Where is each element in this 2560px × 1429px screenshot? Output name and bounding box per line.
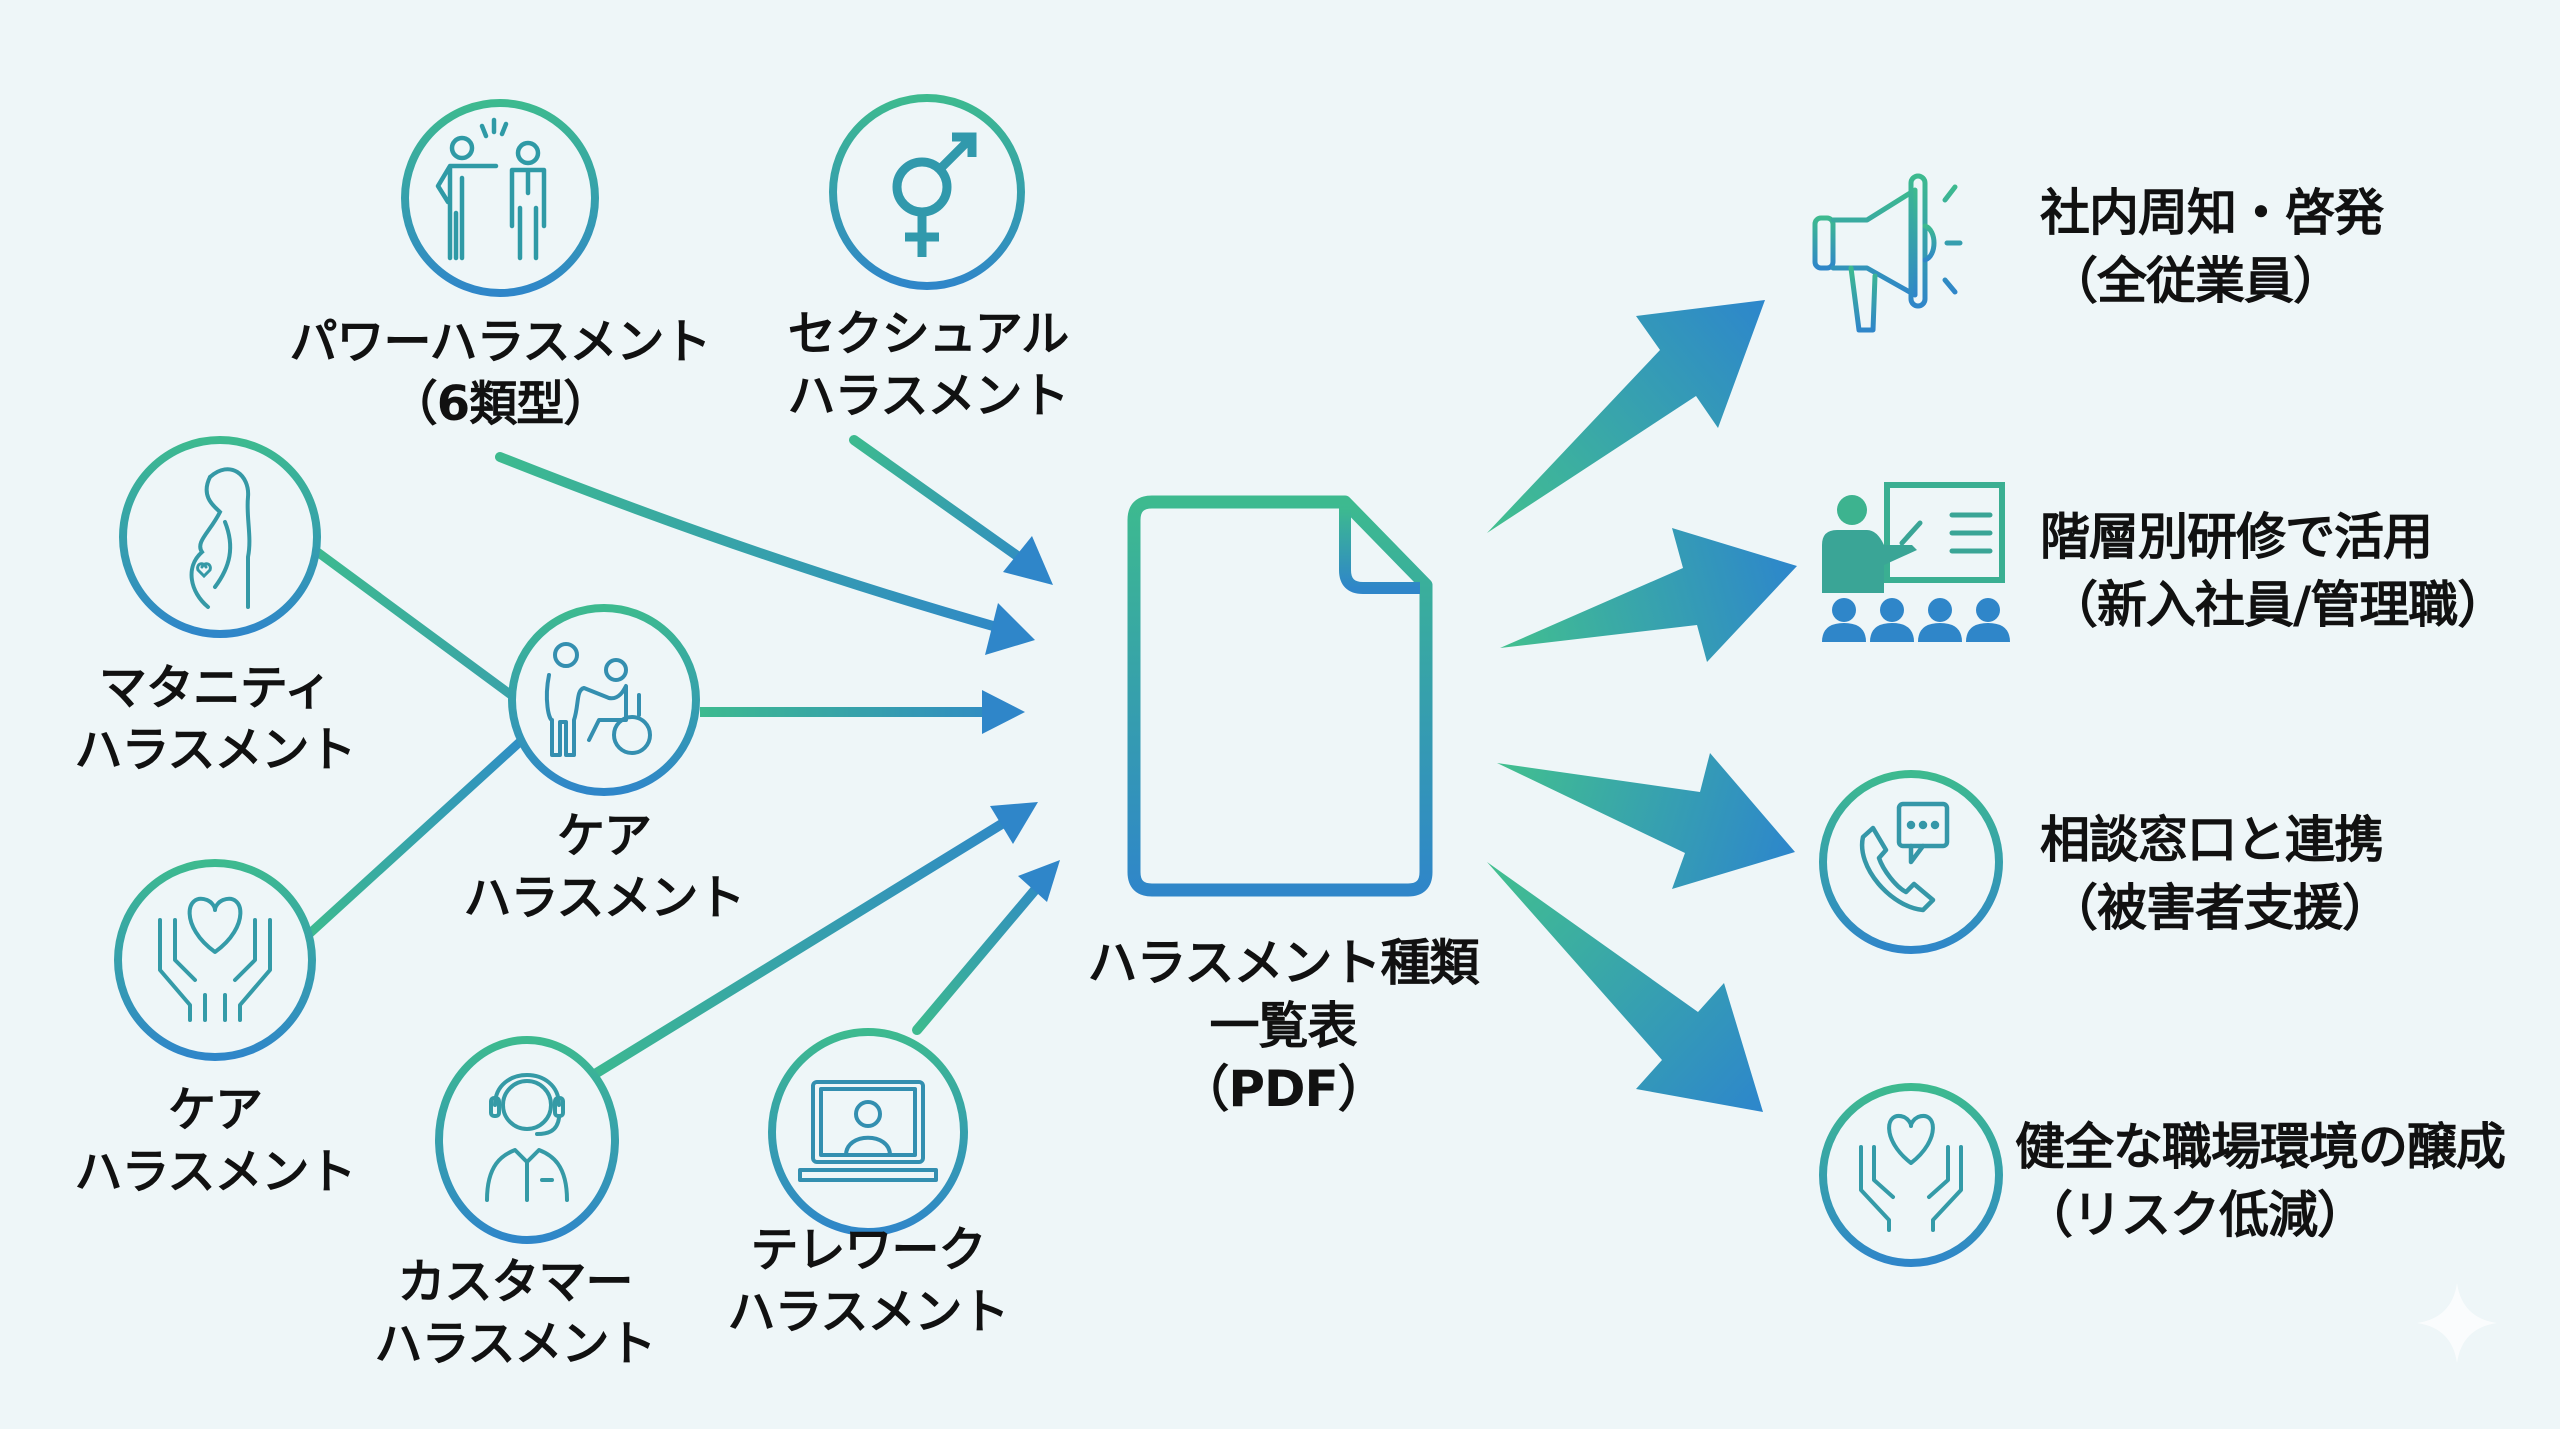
outcome-line1: 健全な職場環境の醸成 [2015, 1118, 2506, 1176]
phone-chat-icon [1859, 801, 1950, 913]
node-power-harassment[interactable] [401, 99, 599, 297]
label-line1: テレワーク [750, 1222, 986, 1278]
outcome-line2: （全従業員） [2048, 252, 2343, 310]
label-power-harassment: パワーハラスメント （6類型） [289, 314, 711, 432]
document-icon[interactable] [1127, 495, 1433, 897]
arrow-to-training [1500, 528, 1797, 662]
arrow-to-environment [1487, 862, 1763, 1112]
label-care-harassment-hands: ケア ハラスメント [74, 1082, 356, 1200]
node-care-harassment-hands[interactable] [114, 859, 316, 1061]
arrow-care-to-document [700, 690, 1025, 734]
connector-maternity-care [307, 543, 523, 705]
arrow-power-to-document [495, 452, 1035, 655]
document-title-line2: 一覧表 [1209, 997, 1358, 1055]
node-maternity-harassment[interactable] [119, 436, 321, 638]
label-line1: マタニティ [98, 660, 332, 716]
outcome-consultation: 相談窓口と連携 （被害者支援） [2040, 811, 2392, 937]
outcome-line1: 相談窓口と連携 [2040, 811, 2384, 869]
gender-symbol-icon [892, 132, 977, 257]
label-line2: ハラスメント [374, 1316, 656, 1372]
hands-heart-icon [158, 896, 272, 1022]
pregnant-woman-icon [189, 467, 252, 609]
outcome-environment: 健全な職場環境の醸成 （リスク低減） [2015, 1118, 2506, 1244]
node-environment[interactable] [1819, 1083, 2003, 1267]
label-customer-harassment: カスタマー ハラスメント [374, 1254, 656, 1372]
label-sexual-harassment: セクシュアル ハラスメント [787, 306, 1070, 424]
node-sexual-harassment[interactable] [829, 94, 1025, 290]
label-line2: ハラスメント [74, 1144, 356, 1200]
label-line1: ケア [167, 1082, 263, 1138]
arrow-to-awareness [1487, 300, 1765, 533]
arrow-telework-to-document [912, 860, 1060, 1035]
node-consultation[interactable] [1819, 770, 2003, 954]
caregiver-wheelchair-icon [544, 642, 652, 757]
laptop-video-icon [798, 1080, 938, 1182]
label-telework-harassment: テレワーク ハラスメント [727, 1222, 1009, 1340]
outcome-line2: （新入社員/管理職） [2048, 576, 2507, 634]
headset-agent-icon [485, 1073, 569, 1202]
arrow-to-consultation [1497, 753, 1795, 889]
outcome-line1: 社内周知・啓発 [2040, 184, 2384, 242]
outcome-training: 階層別研修で活用 （新入社員/管理職） [2040, 508, 2507, 634]
label-line1: ケア [556, 808, 652, 864]
document-title-line1: ハラスメント種類 [1087, 934, 1480, 992]
outcome-line1: 階層別研修で活用 [2040, 508, 2433, 566]
document-text-lines [1186, 598, 1378, 826]
sparkle-icon [2417, 1283, 2497, 1363]
label-line2: ハラスメント [74, 722, 356, 778]
outcome-line2: （被害者支援） [2048, 879, 2392, 937]
arrow-sexual-to-document [849, 435, 1053, 585]
label-line1: セクシュアル [787, 306, 1070, 362]
label-care-harassment-wheelchair: ケア ハラスメント [463, 808, 745, 926]
label-line2: ハラスメント [727, 1284, 1009, 1340]
label-line2: ハラスメント [463, 870, 745, 926]
label-line2: ハラスメント [787, 368, 1069, 424]
node-telework-harassment[interactable] [768, 1028, 968, 1236]
document-title: ハラスメント種類 一覧表 （PDF） [1087, 934, 1480, 1118]
presentation-training-icon [1822, 482, 2010, 642]
arrow-customer-to-document [572, 802, 1038, 1090]
hands-heart-icon [1859, 1114, 1963, 1232]
outcome-awareness: 社内周知・啓発 （全従業員） [2040, 184, 2384, 310]
label-line2: （6類型） [389, 376, 611, 432]
node-customer-harassment[interactable] [435, 1036, 619, 1244]
label-line1: パワーハラスメント [289, 314, 711, 370]
node-care-harassment-wheelchair[interactable] [508, 604, 700, 796]
outcome-line2: （リスク低減） [2023, 1186, 2367, 1244]
megaphone-icon [1812, 173, 1963, 333]
connector-carehands-care [303, 735, 527, 940]
document-title-line3: （PDF） [1179, 1060, 1387, 1118]
label-maternity-harassment: マタニティ ハラスメント [74, 660, 356, 778]
power-harassment-icon [435, 117, 547, 261]
label-line1: カスタマー [397, 1254, 633, 1310]
